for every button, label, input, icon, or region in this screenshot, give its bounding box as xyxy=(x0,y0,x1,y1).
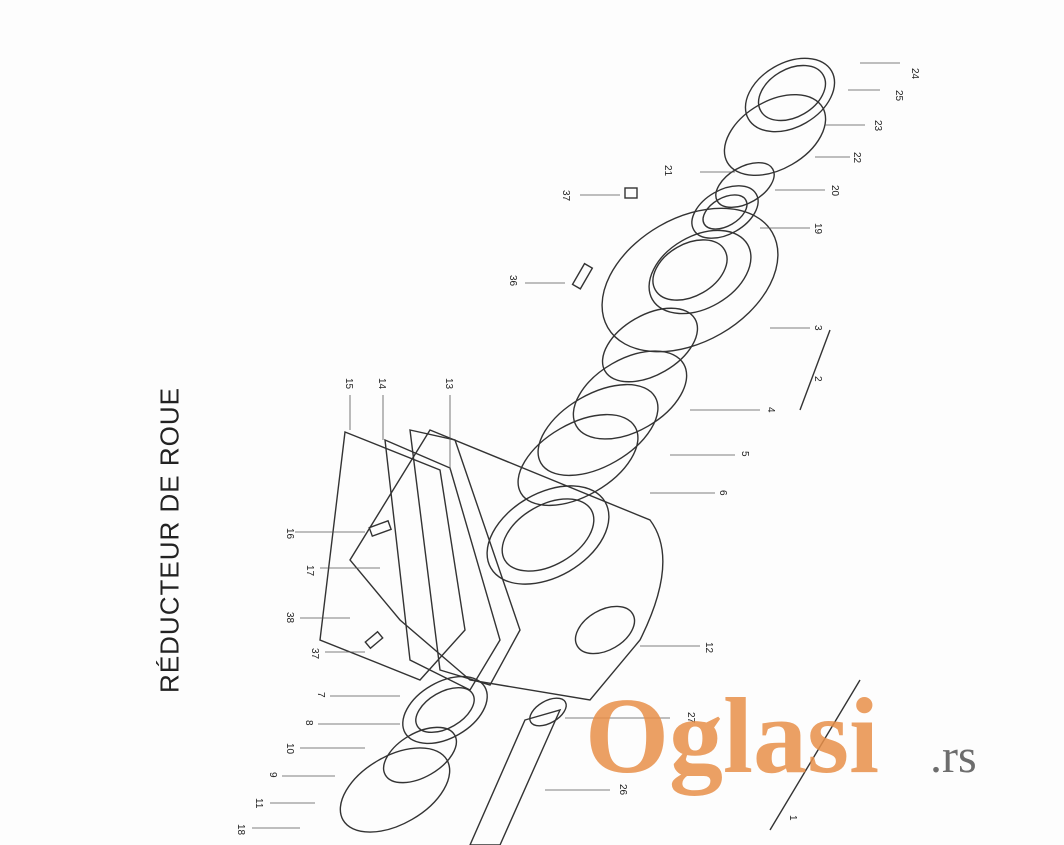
part-number-19: 19 xyxy=(812,223,823,235)
part-ring-6 xyxy=(517,413,639,507)
part-number-38: 38 xyxy=(284,612,295,624)
part-number-13: 13 xyxy=(443,378,454,390)
bracket-1 xyxy=(769,679,861,831)
part-number-4: 4 xyxy=(765,407,776,413)
part-housing xyxy=(349,429,664,701)
part-number-21: 21 xyxy=(662,165,673,177)
part-number-2: 2 xyxy=(812,376,823,382)
part-cap xyxy=(744,57,836,133)
bracket-2 xyxy=(799,329,831,411)
part-number-11: 11 xyxy=(253,798,264,809)
part-number-36: 37 xyxy=(560,190,571,202)
part-number-20: 20 xyxy=(829,185,840,197)
part-number-35: 36 xyxy=(507,275,518,287)
part-cover-15 xyxy=(319,431,466,681)
part-number-3: 3 xyxy=(812,325,823,331)
part-seal-27 xyxy=(529,697,567,727)
part-number-27: 27 xyxy=(685,712,696,724)
part-number-22: 22 xyxy=(851,152,862,164)
part-bolt-16 xyxy=(368,519,393,538)
part-number-1: 1 xyxy=(787,815,798,821)
part-number-10: 10 xyxy=(284,743,295,755)
part-number-8: 8 xyxy=(303,720,314,726)
part-gasket-14 xyxy=(384,438,501,691)
watermark-brand: Oglasi xyxy=(585,680,879,796)
part-number-17: 17 xyxy=(304,565,315,577)
part-bearing-7 xyxy=(402,675,488,745)
part-number-37: 37 xyxy=(309,648,320,660)
part-nut-36 xyxy=(624,187,638,199)
part-number-5: 5 xyxy=(739,451,750,457)
part-number-26: 26 xyxy=(617,784,628,796)
part-ring-5 xyxy=(537,383,659,477)
part-number-24: 24 xyxy=(909,68,920,80)
part-flange-9 xyxy=(339,747,451,833)
part-hub xyxy=(601,207,779,383)
part-number-18: 18 xyxy=(235,824,246,836)
part-number-15: 15 xyxy=(343,378,354,390)
part-shaft xyxy=(469,708,562,845)
leader-lines xyxy=(252,62,900,829)
part-ring-8 xyxy=(382,726,458,784)
part-number-23: 23 xyxy=(872,120,883,132)
part-ring-4 xyxy=(572,350,688,440)
part-number-14: 14 xyxy=(376,378,387,390)
oglasi-watermark-logo: Oglasi .rs xyxy=(585,680,977,796)
part-number-16: 16 xyxy=(284,528,295,540)
part-bolt-35 xyxy=(571,262,594,290)
part-gasket xyxy=(723,94,827,176)
part-number-12: 12 xyxy=(703,642,714,654)
part-bearing-19 xyxy=(691,185,759,239)
part-stud-37 xyxy=(364,630,384,650)
watermark-suffix: .rs xyxy=(930,730,977,783)
part-ring-20 xyxy=(715,161,775,209)
part-number-7: 7 xyxy=(315,692,326,698)
part-plate-13 xyxy=(409,429,521,686)
part-number-9: 9 xyxy=(267,772,278,778)
part-number-6: 6 xyxy=(717,490,728,496)
part-number-25: 25 xyxy=(893,90,904,102)
